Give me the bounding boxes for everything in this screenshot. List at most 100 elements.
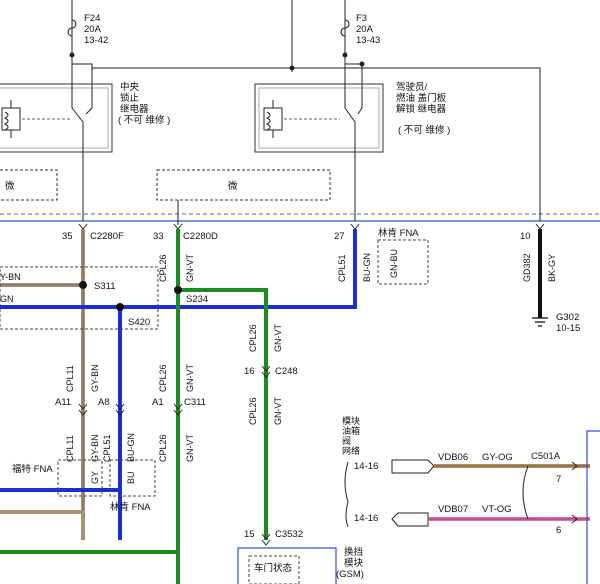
c311-a8-chevron bbox=[115, 403, 125, 410]
relay-central-lock-coil bbox=[1, 100, 70, 138]
option-ford-fna: 福特 FNA bbox=[12, 463, 53, 475]
c3532-pin: 15 bbox=[244, 529, 255, 540]
c248-chevron bbox=[261, 365, 271, 372]
ground-name: G302 bbox=[556, 312, 579, 323]
wire-label-gybn-edge: Y-BN bbox=[0, 272, 21, 282]
pin-27: 27 bbox=[334, 231, 345, 242]
splice-s311-label: S311 bbox=[94, 281, 115, 292]
gray-feed bbox=[92, 67, 541, 221]
module-block-l4: 网络 bbox=[342, 445, 360, 456]
connector-c2280f: C2280F bbox=[90, 231, 124, 242]
door-module-name-1: 换挡 bbox=[344, 546, 363, 558]
door-module-name-3: (GSM) bbox=[336, 569, 364, 580]
relay-driver-contact bbox=[357, 72, 363, 115]
relay-central-lock-l2: 锁止 bbox=[120, 92, 140, 104]
c3532-chevron bbox=[261, 533, 271, 540]
fuse-f24-rating: 20A bbox=[84, 24, 102, 35]
fuse-f3-name: F3 bbox=[356, 13, 367, 24]
option-gnbu: GN-BU bbox=[389, 249, 399, 278]
relay-driver-l1: 驾驶员/ bbox=[396, 81, 428, 93]
micro-box-center bbox=[156, 169, 331, 201]
relay-driver-inner bbox=[258, 87, 380, 149]
relay-central-lock-switch bbox=[71, 64, 84, 221]
c501a-pin6: 6 bbox=[556, 525, 561, 536]
micro-label-center: 微 bbox=[228, 180, 238, 192]
c311-a8-chevron-2 bbox=[115, 409, 125, 416]
option-bu: BU bbox=[126, 471, 136, 484]
splice-s311 bbox=[79, 281, 87, 289]
splice-s420-label: S420 bbox=[128, 317, 150, 328]
c311-a11-chevron bbox=[78, 403, 88, 410]
c311-a8-pin: A8 bbox=[98, 397, 110, 408]
c311-a11-pin: A11 bbox=[55, 397, 71, 408]
bus-connector-1-icon bbox=[391, 459, 435, 474]
micro-label-left: 微 bbox=[5, 180, 15, 192]
option-box-ford-fna bbox=[57, 459, 103, 497]
ground-symbol-icon bbox=[532, 317, 548, 327]
pin-chevron-35 bbox=[78, 223, 88, 230]
relay-central-lock-note: ( 不可 维修 ) bbox=[118, 114, 170, 126]
label-cpl26-d: CPL26 bbox=[158, 364, 168, 392]
module-block-l1: 模块 bbox=[342, 415, 360, 426]
connector-c2280d: C2280D bbox=[183, 231, 218, 242]
label-bugn-top: BU-GN bbox=[362, 253, 372, 282]
label-cpl26-e: CPL26 bbox=[158, 434, 168, 462]
splice-s234-label: S234 bbox=[186, 294, 208, 305]
label-gybn-b: GY-BN bbox=[90, 434, 100, 462]
label-gnvt-d: GN-VT bbox=[185, 364, 195, 393]
micro-box-left bbox=[0, 169, 58, 201]
label-cpl26-c: CPL26 bbox=[248, 397, 258, 425]
label-cpl11-b: CPL11 bbox=[65, 435, 75, 462]
pin-35: 35 bbox=[62, 231, 73, 242]
label-cpl51-b: CPL51 bbox=[102, 434, 112, 462]
c311-a1-chevron bbox=[173, 403, 183, 410]
pin-chevron-27 bbox=[350, 223, 360, 230]
fuse-f24-ref: 13-42 bbox=[84, 35, 108, 46]
bus-vdb07: VDB07 bbox=[438, 504, 468, 515]
c501a-pin7: 7 bbox=[556, 474, 561, 485]
fuse-f3-rating: 20A bbox=[356, 24, 374, 35]
module-block-l3: 阀 bbox=[342, 436, 351, 446]
right-module-frame bbox=[586, 430, 600, 584]
c311-a1-pin: A1 bbox=[152, 397, 164, 408]
label-cpl51-top: CPL51 bbox=[337, 254, 347, 282]
module-block-l2: 油箱 bbox=[342, 425, 360, 436]
bus-connector-2-icon bbox=[391, 512, 429, 527]
option-box-lin-fna-bottom bbox=[109, 459, 156, 497]
splice-s420 bbox=[116, 303, 124, 311]
relay-central-lock-inner bbox=[0, 87, 109, 149]
label-gd382: GD382 bbox=[522, 253, 532, 282]
relay-central-lock-l3: 继电器 bbox=[120, 103, 149, 115]
door-status-box bbox=[248, 555, 300, 584]
fuse-f24-name: F24 bbox=[84, 13, 100, 24]
wire-label-gn-edge: GN bbox=[0, 294, 14, 304]
option-lin-fna-bottom: 林肯 FNA bbox=[110, 501, 151, 513]
c3532-name: C3532 bbox=[275, 529, 303, 540]
pin-10: 10 bbox=[520, 231, 531, 242]
twisted-pair-curve bbox=[522, 465, 529, 520]
bus-range-1: 14-16 bbox=[354, 461, 378, 472]
label-bkgy: BK-GY bbox=[547, 254, 557, 282]
relay-central-lock-outer bbox=[0, 83, 113, 153]
c248-pin: 16 bbox=[244, 366, 255, 377]
c501a-pin7-chevron bbox=[571, 461, 578, 471]
option-gy: GY bbox=[90, 471, 100, 484]
wire-gybn-bottom bbox=[0, 510, 85, 540]
pin-chevron-10 bbox=[535, 223, 545, 230]
relay-central-lock-contact bbox=[85, 72, 93, 115]
fuse-f24-symbol bbox=[67, 19, 77, 37]
c501a-pin6-chevron bbox=[571, 514, 578, 524]
c248-name: C248 bbox=[275, 366, 298, 377]
relay-driver-note: ( 不可 维修 ) bbox=[398, 124, 450, 136]
door-module-name-2: 模块 bbox=[344, 557, 364, 569]
label-cpl26-b: CPL26 bbox=[248, 324, 258, 352]
label-cpl26-a: CPL26 bbox=[158, 254, 168, 282]
bus-vtog: VT-OG bbox=[482, 504, 512, 515]
label-gnvt-b: GN-VT bbox=[273, 324, 283, 353]
relay-driver-coil bbox=[263, 100, 340, 138]
label-bugn-b: BU-GN bbox=[126, 433, 136, 462]
bus-vdb06: VDB06 bbox=[438, 452, 468, 463]
label-cpl11-a: CPL11 bbox=[65, 365, 75, 392]
door-module-frame bbox=[237, 547, 337, 584]
